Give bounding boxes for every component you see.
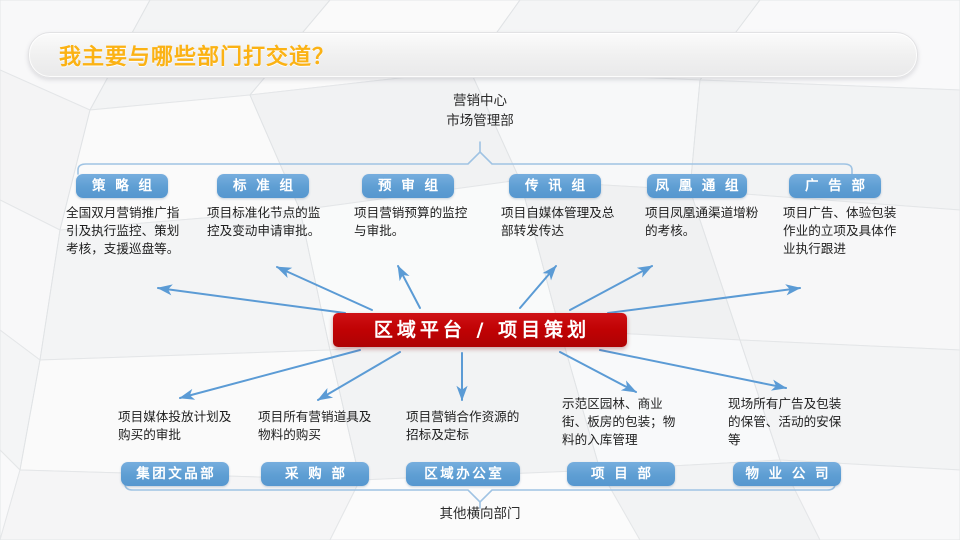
department-chip-yushen[interactable]: 预 审 组 xyxy=(362,174,454,198)
bottom-department-group: 项目所有营销道具及物料的购买 采 购 部 xyxy=(258,408,378,486)
department-description: 项目凤凰通渠道增粉的考核。 xyxy=(645,205,759,238)
bottom-department-group: 现场所有广告及包装的保管、活动的安保等 物 业 公 司 xyxy=(728,395,848,486)
bottom-department-group: 项目媒体投放计划及购买的审批 集团文品部 xyxy=(118,408,238,486)
department-chip-jituanwenpinbu[interactable]: 集团文品部 xyxy=(121,462,229,486)
department-description: 项目标准化节点的监控及变动申请审批。 xyxy=(207,205,321,238)
bottom-department-group: 项目营销合作资源的招标及定标 区域办公室 xyxy=(406,408,526,486)
department-chip-xiangmubu[interactable]: 项 目 部 xyxy=(567,462,675,486)
slide-title-bar: 我主要与哪些部门打交道？ xyxy=(28,32,918,78)
department-description: 全国双月营销推广指引及执行监控、策划考核，支援巡盘等。 xyxy=(66,205,180,256)
department-chip-quyubangongshi[interactable]: 区域办公室 xyxy=(406,462,520,486)
department-description: 项目广告、体验包装作业的立项及具体作业执行跟进 xyxy=(783,205,897,256)
department-description: 示范区园林、商业街、板房的包装；物料的入库管理 xyxy=(562,396,676,447)
bottom-parent-label: 其他横向部门 xyxy=(439,506,521,522)
center-banner[interactable]: 区域平台 / 项目策划 xyxy=(333,313,627,347)
department-description: 项目自媒体管理及总部转发传达 xyxy=(501,205,615,238)
department-description: 项目营销合作资源的招标及定标 xyxy=(406,409,520,442)
department-description: 项目所有营销道具及物料的购买 xyxy=(258,409,372,442)
department-chip-fenghuangtong[interactable]: 凤 凰 通 组 xyxy=(647,174,747,198)
department-chip-caigoubu[interactable]: 采 购 部 xyxy=(261,462,369,486)
bottom-department-group: 示范区园林、商业街、板房的包装；物料的入库管理 项 目 部 xyxy=(562,395,682,486)
department-description: 现场所有广告及包装的保管、活动的安保等 xyxy=(728,396,842,447)
department-chip-guanggao[interactable]: 广 告 部 xyxy=(789,174,881,198)
department-description: 项目媒体投放计划及购买的审批 xyxy=(118,409,232,442)
department-chip-biaozhun[interactable]: 标 准 组 xyxy=(217,174,309,198)
department-chip-wuyegongsi[interactable]: 物 业 公 司 xyxy=(733,462,841,486)
page-title: 我主要与哪些部门打交道？ xyxy=(59,45,336,70)
department-chip-celue[interactable]: 策 略 组 xyxy=(76,174,168,198)
department-description: 项目营销预算的监控与审批。 xyxy=(354,205,468,238)
top-parent-label: 营销中心 市场管理部 xyxy=(446,93,514,129)
department-chip-chuanxun[interactable]: 传 讯 组 xyxy=(509,174,601,198)
